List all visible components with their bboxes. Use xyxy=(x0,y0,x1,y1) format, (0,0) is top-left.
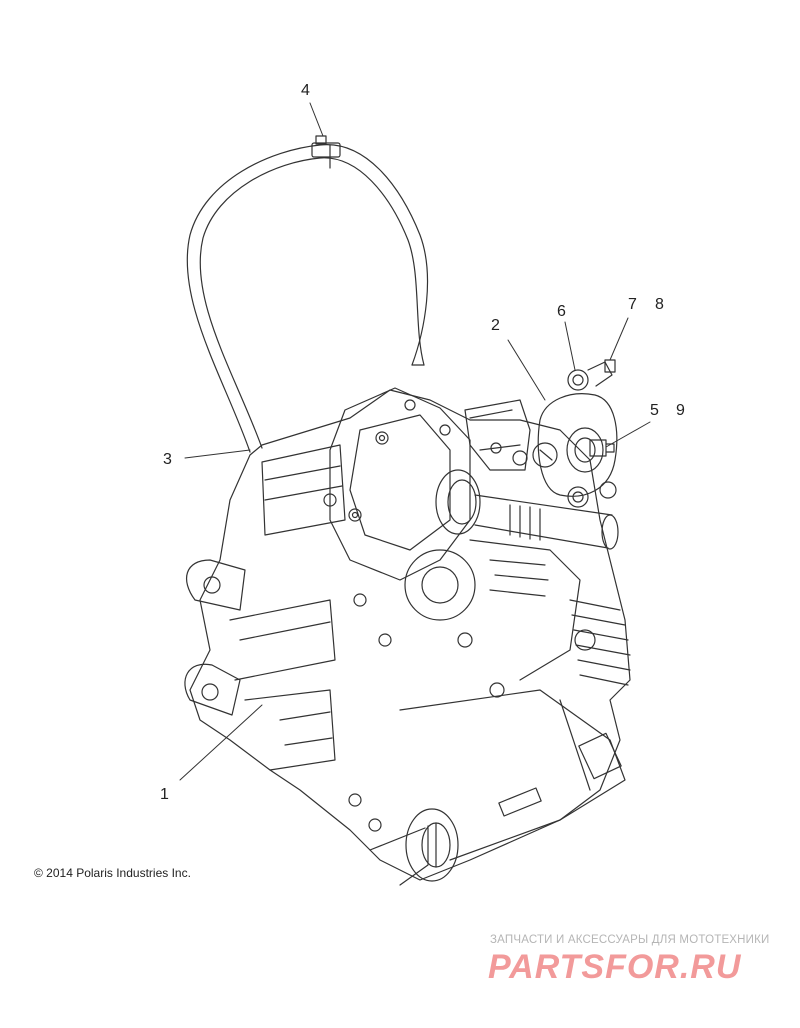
transmission-housing xyxy=(184,389,631,881)
leader-lines xyxy=(179,102,651,781)
lower-drum xyxy=(348,689,626,861)
gear-position-sensor xyxy=(532,393,618,497)
callout-9: 9 xyxy=(676,402,685,419)
callout-1: 1 xyxy=(160,786,169,803)
callout-7: 7 xyxy=(628,296,637,313)
breather-hose xyxy=(186,144,429,453)
shift-bracket xyxy=(464,399,531,471)
upper-cover xyxy=(323,387,471,581)
watermark-tagline: ЗАПЧАСТИ И АКСЕССУАРЫ ДЛЯ МОТОТЕХНИКИ xyxy=(490,934,770,946)
callout-5: 5 xyxy=(650,402,659,419)
gear-case xyxy=(353,539,581,698)
callout-3: 3 xyxy=(163,451,172,468)
hose-clip xyxy=(311,135,341,169)
callout-6: 6 xyxy=(557,303,566,320)
watermark-logo: PARTSFOR.RU xyxy=(488,948,742,986)
output-shaft xyxy=(435,469,619,550)
callout-2: 2 xyxy=(491,317,500,334)
mounting-bolts xyxy=(567,359,617,508)
cooling-fins xyxy=(569,599,631,686)
switch-stud xyxy=(589,439,615,457)
copyright-notice: © 2014 Polaris Industries Inc. xyxy=(34,866,191,880)
front-output-shaft xyxy=(369,808,459,886)
callout-8: 8 xyxy=(655,296,664,313)
callout-4: 4 xyxy=(301,82,310,99)
